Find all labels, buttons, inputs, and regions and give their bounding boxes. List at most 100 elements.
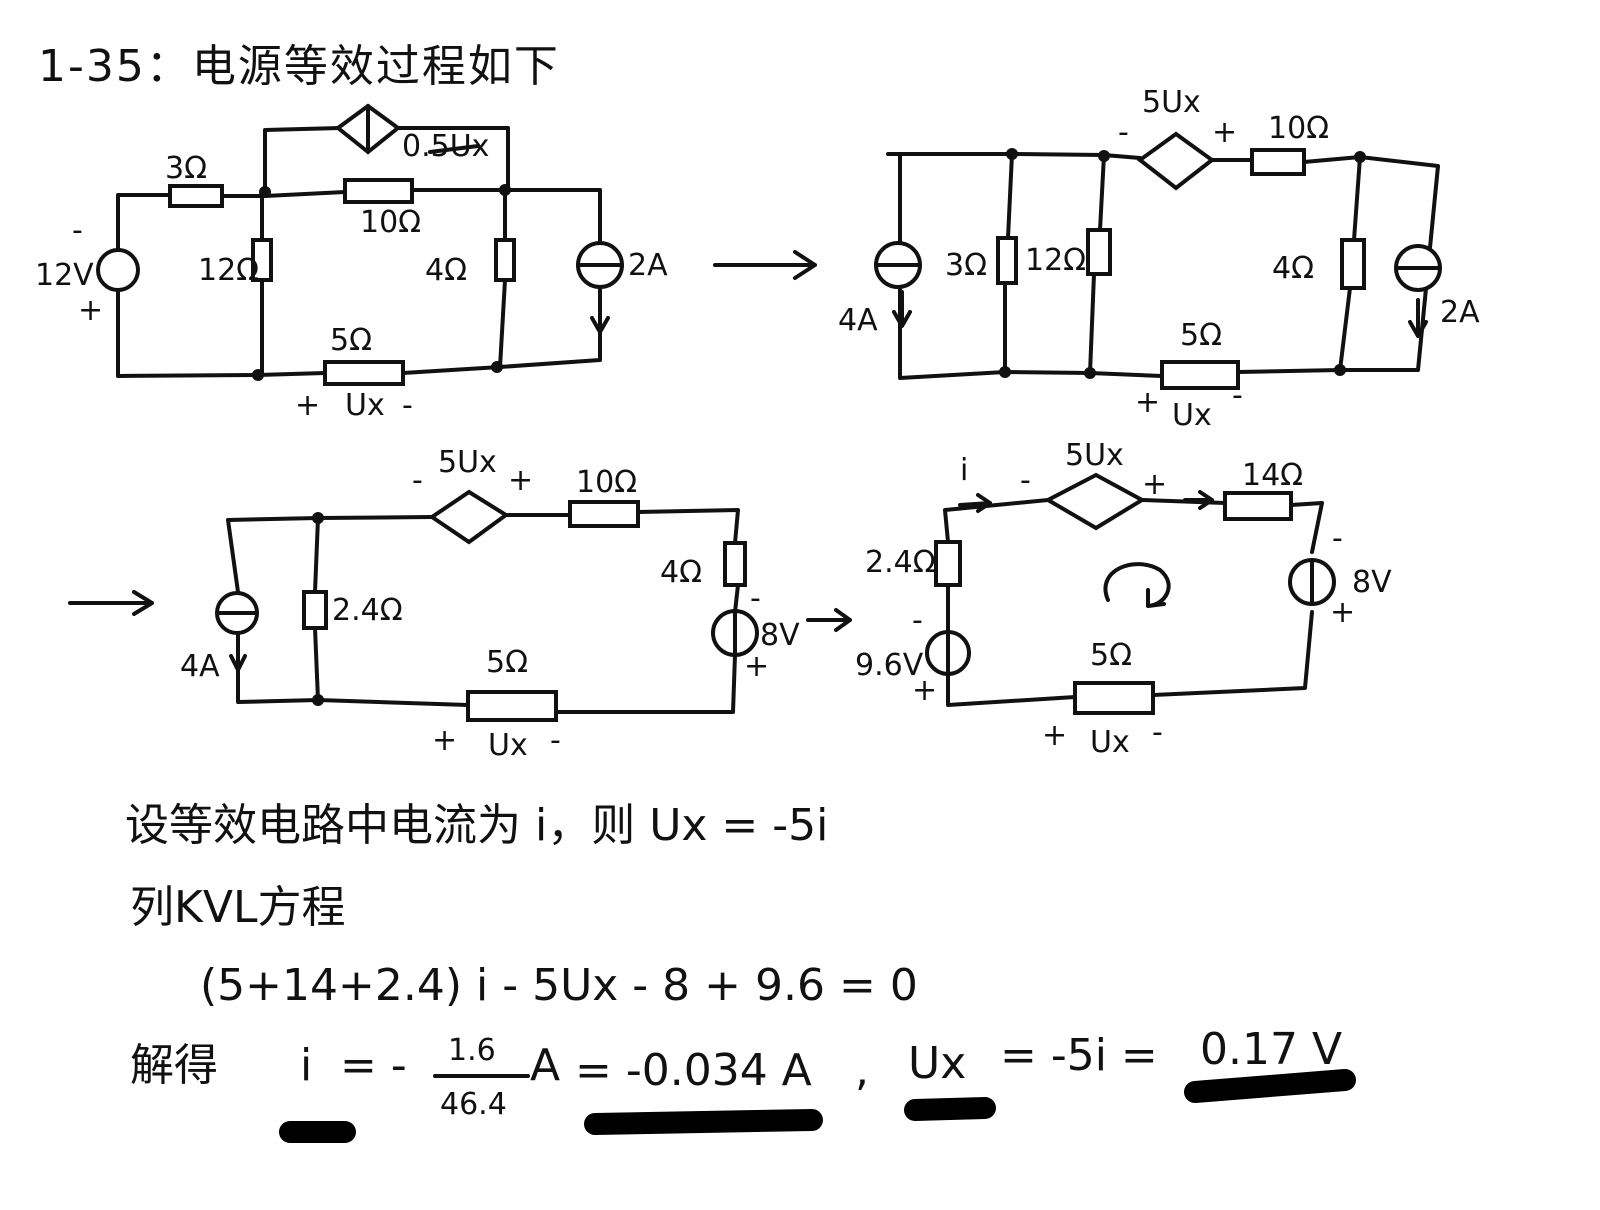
solution-line-4-prefix: 解得	[130, 1040, 218, 1091]
c4-label-dep: 5Ux	[1065, 438, 1124, 473]
c4-vs2-minus: -	[1332, 521, 1343, 556]
solution-ux-var: Ux	[908, 1038, 966, 1089]
c2-dep-minus: -	[1118, 115, 1129, 150]
c4-label-i: i	[960, 453, 968, 488]
c4-dep-plus: +	[1142, 467, 1167, 502]
solution-ux-mid: = -5i =	[1000, 1030, 1158, 1081]
c3-vs-plus: +	[744, 649, 769, 684]
c4-dependent-source	[1043, 472, 1147, 531]
solution-i-var: i	[300, 1040, 312, 1091]
solution: 设等效电路中电流为 i，则 Ux = -5i 列KVL方程 (5+14+2.4)…	[125, 800, 1356, 1143]
c3-resistor-4	[723, 541, 747, 587]
solution-ux-answer: 0.17 V	[1200, 1024, 1342, 1075]
circuit-3: 2.4Ω 10Ω 4Ω 5Ω 4A 8V - + 5Ux - + + Ux -	[180, 445, 800, 763]
c1-label-4: 4Ω	[425, 253, 467, 288]
c3-ux-plus: +	[432, 723, 457, 758]
c3-label-dep: 5Ux	[438, 445, 497, 480]
c4-resistor-2.4	[934, 540, 962, 587]
c4-vs2-plus: +	[1330, 595, 1355, 630]
c3-ux-minus: -	[550, 723, 561, 758]
c4-label-14: 14Ω	[1242, 458, 1303, 493]
c4-vs1-plus: +	[912, 673, 937, 708]
solution-frac-den: 46.4	[440, 1087, 507, 1122]
c4-ux-plus: +	[1042, 718, 1067, 753]
c3-resistor-5	[466, 690, 558, 722]
c4-ux-label: Ux	[1090, 725, 1130, 760]
c4-dep-minus: -	[1020, 463, 1031, 498]
c4-label-2.4: 2.4Ω	[865, 545, 936, 580]
c1-voltage-source	[96, 248, 140, 292]
solution-eq-part: = -	[340, 1040, 407, 1091]
solution-comma: ,	[855, 1045, 869, 1096]
c1-ux-minus: -	[402, 388, 413, 423]
arrow-3	[806, 608, 852, 632]
c2-label-2a: 2A	[1440, 295, 1480, 330]
highlight-mark-i-answer	[584, 1109, 823, 1135]
c2-dependent-source	[1136, 131, 1216, 191]
c1-label-10: 10Ω	[360, 205, 421, 240]
solution-frac-num: 1.6	[448, 1033, 496, 1068]
c1-vs-plus: +	[78, 293, 103, 328]
c4-label-5: 5Ω	[1090, 638, 1132, 673]
arrow-2	[68, 590, 154, 616]
c1-ux-label: Ux	[345, 388, 385, 423]
c2-resistor-12	[1086, 228, 1112, 276]
c2-label-4a: 4A	[838, 303, 878, 338]
arrow-1	[713, 250, 817, 280]
c1-label-12v: 12V	[35, 258, 94, 293]
c2-resistor-3	[996, 236, 1018, 285]
c1-label-3: 3Ω	[165, 151, 207, 186]
c3-dep-plus: +	[508, 463, 533, 498]
c2-dep-plus: +	[1212, 115, 1237, 150]
c2-label-dep: 5Ux	[1142, 85, 1201, 120]
c1-label-12: 12Ω	[198, 253, 259, 288]
c2-label-10: 10Ω	[1268, 111, 1329, 146]
highlight-mark-ux-answer	[1184, 1069, 1356, 1103]
c3-dep-minus: -	[412, 463, 423, 498]
circuit-4: i 14Ω 2.4Ω 5Ω 9.6V - + 8V - + 5Ux - + + …	[855, 438, 1392, 760]
c2-label-4: 4Ω	[1272, 251, 1314, 286]
c4-resistor-5	[1073, 681, 1155, 715]
c4-ux-minus: -	[1152, 715, 1163, 750]
c1-resistor-5	[323, 360, 405, 386]
page-title: 1-35：电源等效过程如下	[38, 41, 560, 92]
c3-dependent-source	[428, 489, 510, 545]
c4-vs1-minus: -	[912, 603, 923, 638]
c3-label-4: 4Ω	[660, 555, 702, 590]
circuit-1: 3Ω 10Ω 12Ω 4Ω 5Ω 12V - + 2A 0.5Ux + Ux -	[35, 103, 668, 423]
c3-ux-label: Ux	[488, 728, 528, 763]
c2-label-12: 12Ω	[1025, 243, 1086, 278]
c1-resistor-4	[494, 238, 516, 282]
c4-resistor-14	[1223, 491, 1293, 521]
solution-i-answer: = -0.034 A	[575, 1045, 812, 1096]
c1-vs-minus: -	[72, 213, 83, 248]
c2-ux-label: Ux	[1172, 398, 1212, 433]
c1-resistor-10	[343, 178, 414, 204]
c2-label-3: 3Ω	[945, 248, 987, 283]
c1-label-2a: 2A	[628, 248, 668, 283]
c4-loop-arrow	[1103, 562, 1171, 608]
c3-label-2.4: 2.4Ω	[332, 593, 403, 628]
c2-label-5: 5Ω	[1180, 318, 1222, 353]
circuit-2: 3Ω 12Ω 10Ω 4Ω 5Ω 4A 2A 5Ux - + + Ux -	[838, 85, 1480, 433]
c2-resistor-10	[1250, 148, 1306, 176]
c3-resistor-2.4	[302, 590, 328, 630]
c3-vs-minus: -	[750, 581, 761, 616]
c2-ux-plus: +	[1135, 385, 1160, 420]
solution-line-1: 设等效电路中电流为 i，则 Ux = -5i	[125, 800, 828, 851]
highlight-mark-ux	[904, 1097, 996, 1121]
c1-resistor-3	[168, 184, 224, 208]
c3-label-5: 5Ω	[486, 645, 528, 680]
c1-label-5: 5Ω	[330, 323, 372, 358]
solution-line-3: (5+14+2.4) i - 5Ux - 8 + 9.6 = 0	[200, 960, 918, 1011]
c3-label-4a: 4A	[180, 649, 220, 684]
solution-i-unit: A	[530, 1040, 560, 1091]
c4-label-8v: 8V	[1352, 565, 1392, 600]
c3-resistor-10	[568, 500, 640, 528]
c1-ux-plus: +	[295, 388, 320, 423]
c1-label-dep: 0.5Ux	[402, 129, 489, 164]
c4-label-9.6v: 9.6V	[855, 648, 924, 683]
c1-resistor-12	[251, 238, 273, 282]
c2-resistor-4	[1340, 238, 1366, 290]
